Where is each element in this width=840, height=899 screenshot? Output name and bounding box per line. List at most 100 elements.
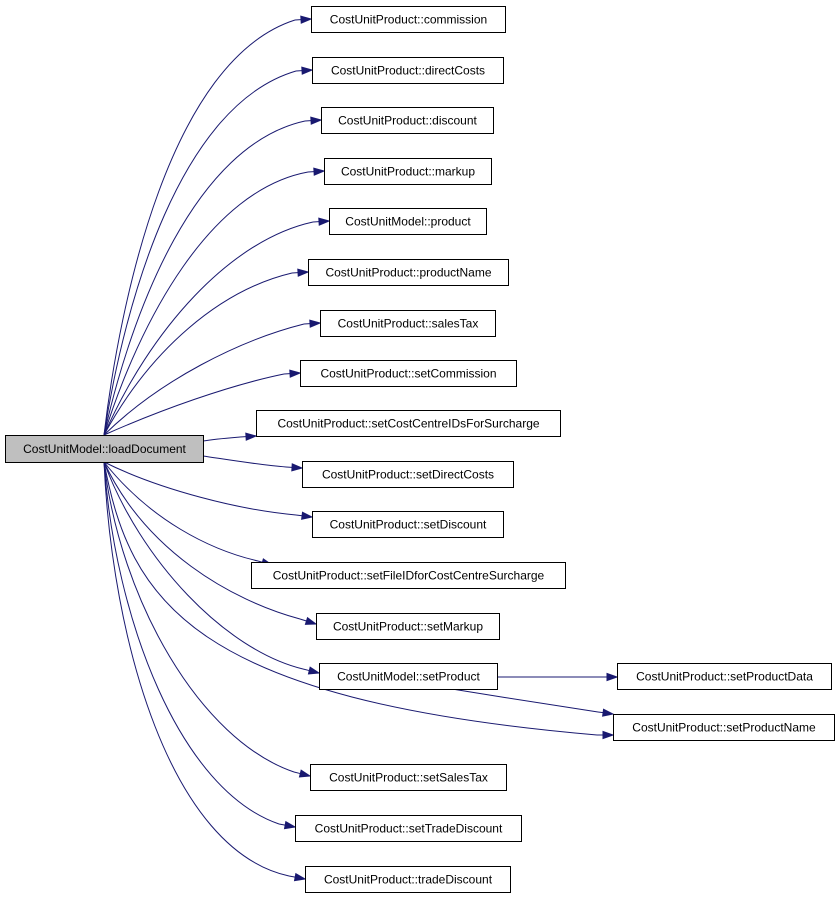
node-label: CostUnitProduct::productName — [325, 266, 491, 280]
node-load-document[interactable]: CostUnitModel::loadDocument — [5, 435, 204, 463]
node-set-cost-centre-ids[interactable]: CostUnitProduct::setCostCentreIDsForSurc… — [256, 410, 561, 437]
node-box — [324, 158, 492, 185]
node-label: CostUnitProduct::setDiscount — [330, 518, 487, 532]
edge-load-document-to-direct-costs — [103, 70, 297, 436]
node-box — [5, 435, 204, 463]
edge-load-document-to-product — [103, 221, 314, 436]
node-box — [302, 461, 514, 488]
arrowhead-direct-costs — [301, 66, 314, 75]
node-label: CostUnitProduct::discount — [338, 114, 477, 128]
node-label: CostUnitProduct::commission — [330, 13, 487, 27]
arrowhead-trade-discount — [293, 872, 307, 882]
arrowhead-set-commission — [289, 369, 302, 378]
node-label: CostUnitProduct::setFileIDforCostCentreS… — [273, 569, 545, 583]
arrowhead-set-product — [307, 666, 321, 675]
edge-tail-set-trade-discount — [278, 823, 286, 826]
node-box — [308, 259, 509, 286]
node-product-name[interactable]: CostUnitProduct::productName — [308, 259, 509, 286]
node-set-file-id[interactable]: CostUnitProduct::setFileIDforCostCentreS… — [251, 562, 566, 589]
arrowhead-set-product-name — [602, 730, 615, 740]
node-box — [312, 57, 504, 84]
node-set-direct-costs[interactable]: CostUnitProduct::setDirectCosts — [302, 461, 514, 488]
edge-load-document-to-set-file-id — [103, 461, 259, 562]
node-label: CostUnitProduct::markup — [341, 165, 475, 179]
node-box — [321, 107, 494, 134]
node-box — [251, 562, 566, 589]
node-commission[interactable]: CostUnitProduct::commission — [311, 6, 506, 33]
node-box — [305, 866, 511, 893]
node-label: CostUnitProduct::directCosts — [331, 64, 485, 78]
node-box — [617, 663, 832, 690]
node-set-product-name[interactable]: CostUnitProduct::setProductName — [613, 714, 835, 741]
node-label: CostUnitProduct::salesTax — [338, 317, 479, 331]
arrowhead-markup — [313, 167, 326, 176]
edge-load-document-to-set-trade-discount — [103, 461, 280, 825]
edge-load-document-to-set-commission — [103, 373, 285, 436]
node-label: CostUnitProduct::setProductData — [636, 670, 813, 684]
edge-tail-set-sales-tax — [293, 771, 301, 775]
node-label: CostUnitProduct::setTradeDiscount — [315, 822, 503, 836]
edge-load-document-to-markup — [103, 171, 309, 436]
edge-tail-set-discount — [295, 514, 303, 517]
edge-load-document-to-set-product-name — [103, 461, 598, 736]
node-label: CostUnitProduct::setDirectCosts — [322, 468, 494, 482]
edge-load-document-to-discount — [103, 120, 306, 436]
node-discount[interactable]: CostUnitProduct::discount — [321, 107, 494, 134]
edge-load-document-to-commission — [103, 19, 296, 436]
node-box — [310, 764, 507, 791]
edge-set-product-to-set-product-name — [451, 688, 599, 713]
node-markup[interactable]: CostUnitProduct::markup — [324, 158, 492, 185]
edge-load-document-to-product-name — [103, 272, 293, 436]
arrowhead-set-sales-tax — [298, 769, 312, 778]
node-box — [316, 613, 500, 640]
arrowhead-set-product-data — [606, 672, 619, 682]
edge-tail-set-product-name — [597, 711, 604, 714]
edge-load-document-to-set-cost-centre-ids — [202, 436, 241, 442]
node-box — [319, 663, 498, 690]
node-box — [300, 360, 517, 387]
arrowhead-set-direct-costs — [291, 463, 304, 472]
node-direct-costs[interactable]: CostUnitProduct::directCosts — [312, 57, 504, 84]
edge-load-document-to-set-direct-costs — [202, 455, 287, 468]
node-label: CostUnitProduct::setCommission — [320, 367, 496, 381]
arrowhead-set-markup — [304, 616, 318, 625]
edges-layer — [103, 15, 619, 882]
arrowhead-sales-tax — [309, 319, 322, 328]
node-label: CostUnitProduct::tradeDiscount — [324, 873, 493, 887]
node-box — [312, 511, 504, 538]
arrowhead-product-name — [297, 268, 310, 277]
node-sales-tax[interactable]: CostUnitProduct::salesTax — [320, 310, 496, 337]
node-set-sales-tax[interactable]: CostUnitProduct::setSalesTax — [310, 764, 507, 791]
arrowhead-set-cost-centre-ids — [245, 432, 258, 441]
node-label: CostUnitProduct::setSalesTax — [329, 771, 488, 785]
node-set-product-data[interactable]: CostUnitProduct::setProductData — [617, 663, 832, 690]
edge-load-document-to-trade-discount — [103, 461, 290, 877]
edge-load-document-to-sales-tax — [103, 323, 305, 436]
node-box — [613, 714, 835, 741]
arrowhead-set-trade-discount — [283, 820, 297, 830]
node-set-discount[interactable]: CostUnitProduct::setDiscount — [312, 511, 504, 538]
edge-load-document-to-set-product — [103, 461, 304, 670]
edge-tail-set-product — [302, 668, 310, 672]
edge-load-document-to-set-discount — [103, 461, 297, 516]
arrowhead-set-discount — [301, 511, 314, 520]
node-set-markup[interactable]: CostUnitProduct::setMarkup — [316, 613, 500, 640]
node-set-commission[interactable]: CostUnitProduct::setCommission — [300, 360, 517, 387]
arrowhead-product — [318, 217, 331, 226]
node-set-trade-discount[interactable]: CostUnitProduct::setTradeDiscount — [295, 815, 522, 842]
node-box — [320, 310, 496, 337]
edge-tail-set-markup — [299, 618, 307, 622]
node-label: CostUnitModel::loadDocument — [23, 442, 186, 456]
nodes-layer: CostUnitModel::loadDocumentCostUnitProdu… — [5, 6, 835, 893]
node-product[interactable]: CostUnitModel::product — [329, 208, 487, 235]
edge-tail-trade-discount — [288, 875, 296, 878]
arrowhead-discount — [310, 116, 323, 125]
arrowhead-set-product-name — [602, 708, 615, 717]
node-label: CostUnitModel::setProduct — [337, 670, 480, 684]
node-label: CostUnitModel::product — [345, 215, 471, 229]
node-set-product[interactable]: CostUnitModel::setProduct — [319, 663, 498, 690]
node-box — [295, 815, 522, 842]
node-trade-discount[interactable]: CostUnitProduct::tradeDiscount — [305, 866, 511, 893]
edge-load-document-to-set-markup — [103, 461, 301, 620]
